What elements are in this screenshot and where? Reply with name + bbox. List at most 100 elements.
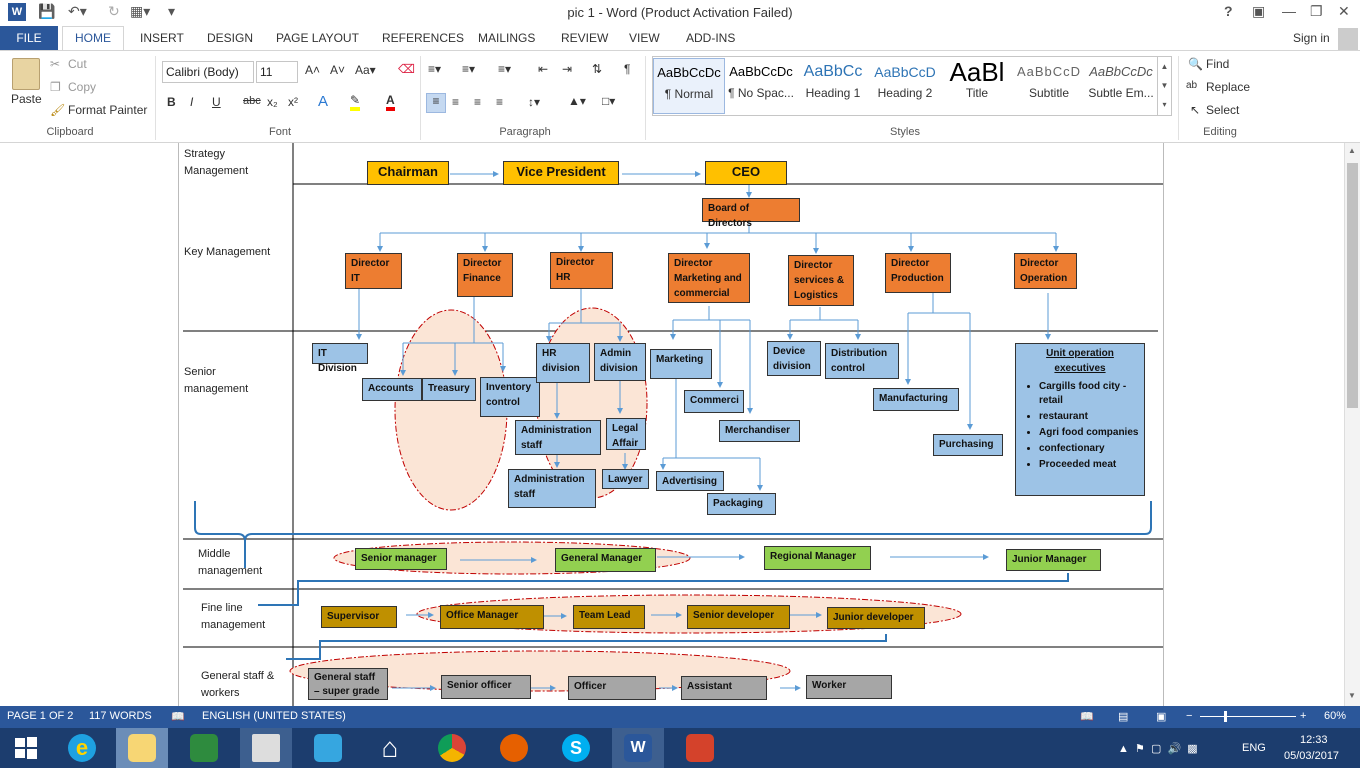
zoom-out-icon[interactable]: − <box>1186 710 1193 722</box>
lenovo-icon[interactable] <box>240 728 292 768</box>
line-spacing-icon[interactable]: ↕▾ <box>528 95 541 109</box>
clock-date[interactable]: 05/03/2017 <box>1284 750 1340 762</box>
copy-button[interactable]: Copy <box>68 80 97 94</box>
tab-view[interactable]: VIEW <box>629 31 660 45</box>
paste-button[interactable]: Paste <box>11 92 42 106</box>
select-button[interactable]: Select <box>1206 103 1240 117</box>
multilevel-list-icon[interactable]: ≡▾ <box>498 62 512 76</box>
shop-icon[interactable] <box>302 728 354 768</box>
file-explorer-icon[interactable] <box>116 728 168 768</box>
bold-icon[interactable]: B <box>167 95 176 109</box>
style-no-spacing[interactable]: AaBbCcDc¶ No Spac... <box>728 64 794 100</box>
ie-icon[interactable]: e <box>56 728 108 768</box>
undo-icon[interactable]: ↶▾ <box>68 3 87 19</box>
borders-icon[interactable]: □▾ <box>602 94 616 108</box>
increase-indent-icon[interactable]: ⇥ <box>562 62 573 76</box>
bullets-icon[interactable]: ≡▾ <box>428 62 442 76</box>
superscript-icon[interactable]: x² <box>288 95 298 109</box>
scroll-thumb[interactable] <box>1347 163 1358 408</box>
subscript-icon[interactable]: x₂ <box>267 95 278 109</box>
highlight-icon[interactable]: ✎ <box>350 93 361 111</box>
format-painter-button[interactable]: Format Painter <box>68 103 148 117</box>
numbering-icon[interactable]: ≡▾ <box>462 62 476 76</box>
font-size-select[interactable]: 11 <box>256 61 298 83</box>
change-case-icon[interactable]: Aa▾ <box>355 63 376 77</box>
sort-icon[interactable]: ⇅ <box>592 62 603 76</box>
tab-review[interactable]: REVIEW <box>561 31 609 45</box>
ribbon-display-icon[interactable]: ▣ <box>1252 3 1266 19</box>
find-button[interactable]: Find <box>1206 57 1230 71</box>
firefox-icon[interactable] <box>488 728 540 768</box>
align-center-icon[interactable]: ≡ <box>452 95 460 109</box>
table-icon[interactable]: ▦▾ <box>130 3 151 19</box>
page-count[interactable]: PAGE 1 OF 2 <box>7 710 74 722</box>
print-layout-icon[interactable]: ▤ <box>1118 711 1129 723</box>
justify-icon[interactable]: ≡ <box>496 95 504 109</box>
save-icon[interactable]: 💾 <box>38 3 56 19</box>
font-color-icon[interactable]: A <box>386 93 395 111</box>
tab-home[interactable]: HOME <box>62 26 124 51</box>
word-count[interactable]: 117 WORDS <box>89 710 152 722</box>
acrobat-icon[interactable] <box>674 728 726 768</box>
font-name-select[interactable]: Calibri (Body) <box>162 61 254 83</box>
scroll-up-icon[interactable]: ▲ <box>1348 146 1356 155</box>
vertical-scrollbar[interactable]: ▲ ▼ <box>1344 143 1360 706</box>
underline-icon[interactable]: U <box>212 95 221 109</box>
tab-file[interactable]: FILE <box>0 26 58 50</box>
skype-icon[interactable]: S <box>550 728 602 768</box>
proofing-icon[interactable]: 📖 <box>171 711 185 723</box>
customize-qat-icon[interactable]: ▾ <box>168 3 176 19</box>
restore-button[interactable]: ❐ <box>1310 3 1323 19</box>
clear-formatting-icon[interactable]: ⌫ <box>398 62 415 76</box>
align-right-icon[interactable]: ≡ <box>474 95 482 109</box>
word-taskbar-icon[interactable]: W <box>612 728 664 768</box>
tab-design[interactable]: DESIGN <box>207 31 254 45</box>
web-layout-icon[interactable]: ▣ <box>1156 711 1167 723</box>
styles-scroll-icon[interactable]: ▲▼▾ <box>1157 57 1171 115</box>
tab-references[interactable]: REFERENCES <box>382 31 465 45</box>
text-effects-icon[interactable]: A <box>318 93 329 110</box>
cut-button[interactable]: Cut <box>68 57 87 71</box>
help-button[interactable]: ? <box>1224 3 1233 19</box>
avatar[interactable] <box>1338 28 1358 50</box>
shading-icon[interactable]: ▲▾ <box>568 94 586 108</box>
tab-page-layout[interactable]: PAGE LAYOUT <box>276 31 359 45</box>
paste-icon[interactable] <box>12 58 40 90</box>
input-language[interactable]: ENG <box>1242 742 1266 754</box>
shrink-font-icon[interactable]: A˅ <box>330 63 346 77</box>
style-normal[interactable]: AaBbCcDc¶ Normal <box>653 58 725 114</box>
grow-font-icon[interactable]: A˄ <box>305 63 321 77</box>
read-mode-icon[interactable]: 📖 <box>1080 711 1094 723</box>
zoom-slider[interactable] <box>1200 716 1296 717</box>
replace-button[interactable]: Replace <box>1206 80 1251 94</box>
minimize-button[interactable]: — <box>1282 3 1296 19</box>
language-status[interactable]: ENGLISH (UNITED STATES) <box>202 710 346 722</box>
show-marks-icon[interactable]: ¶ <box>624 62 631 76</box>
decrease-indent-icon[interactable]: ⇤ <box>538 62 549 76</box>
tab-add-ins[interactable]: ADD-INS <box>686 31 736 45</box>
sign-in-link[interactable]: Sign in <box>1293 31 1330 45</box>
tab-insert[interactable]: INSERT <box>140 31 184 45</box>
assistant-box: Assistant <box>681 676 767 700</box>
clock-time[interactable]: 12:33 <box>1300 734 1328 746</box>
scroll-down-icon[interactable]: ▼ <box>1348 691 1356 700</box>
align-left-icon[interactable]: ≡ <box>426 93 446 113</box>
close-button[interactable]: ✕ <box>1338 3 1350 19</box>
zoom-level[interactable]: 60% <box>1324 710 1347 722</box>
start-button[interactable] <box>0 728 52 768</box>
zoom-slider-thumb[interactable] <box>1224 711 1227 722</box>
strikethrough-icon[interactable]: abc <box>243 95 261 107</box>
redo-icon[interactable]: ↻ <box>108 3 120 19</box>
tab-mailings[interactable]: MAILINGS <box>478 31 536 45</box>
chrome-icon[interactable] <box>426 728 478 768</box>
zoom-in-icon[interactable]: + <box>1300 710 1307 722</box>
italic-icon[interactable]: I <box>190 95 194 109</box>
home-icon[interactable]: ⌂ <box>381 732 399 763</box>
store-icon[interactable] <box>178 728 230 768</box>
tray-icons[interactable]: ▲ ⚑ ▢ 🔊 ▩ <box>1118 743 1198 755</box>
